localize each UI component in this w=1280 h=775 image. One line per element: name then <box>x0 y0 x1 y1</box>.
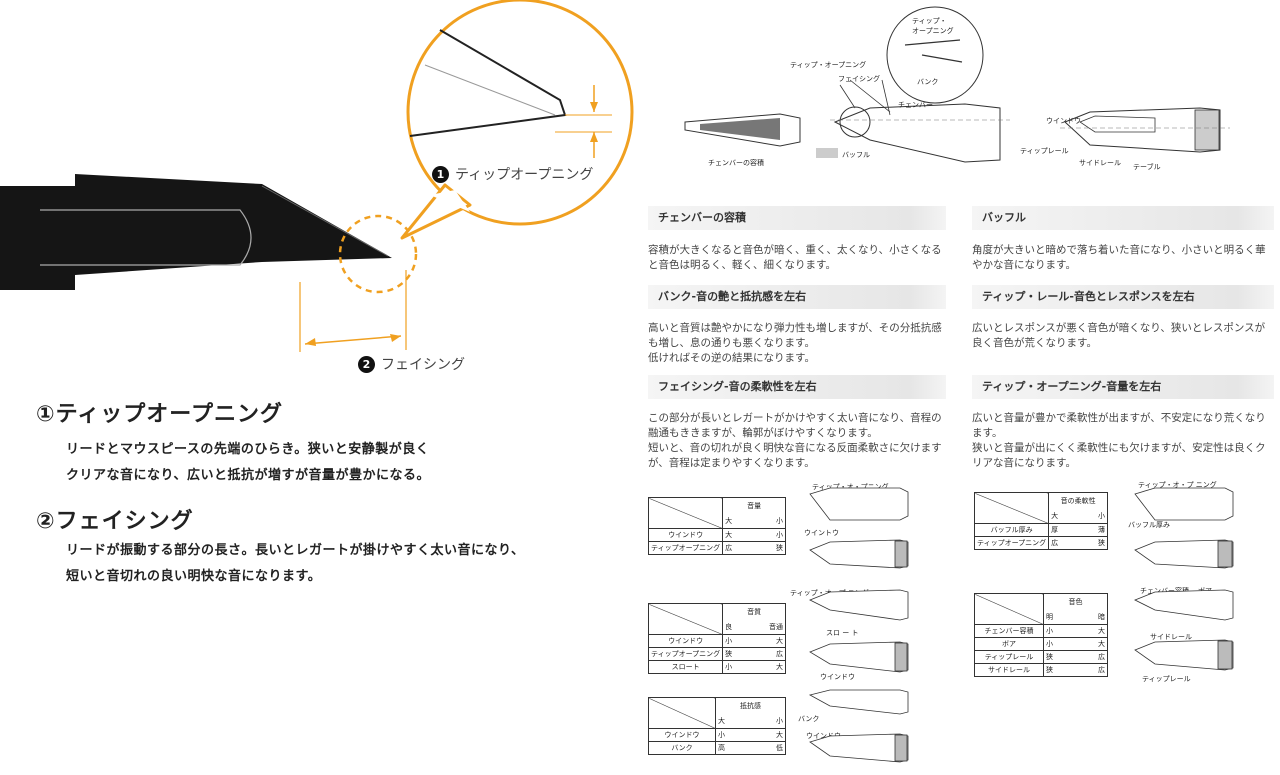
desc-facing: リードが振動する部分の長さ。長いとレガートが掛けやすく太い音になり、 短いと音切… <box>66 538 524 590</box>
desc-facing-line2: 短いと音切れの良い明快な音になります。 <box>66 569 322 584</box>
table-cell: 低 <box>750 741 786 755</box>
table-row-label: ウインドウ <box>648 728 716 742</box>
sketch-side <box>808 487 909 763</box>
diagram-label: バッフル厚み <box>1128 521 1170 529</box>
section-text-facing: この部分が長いとレガートがかけやすく太い音になり、音程の融通もききますが、輪郭が… <box>648 412 942 469</box>
table-left-label: 良 <box>722 619 747 635</box>
table-header: 音の柔軟性 <box>1048 492 1108 508</box>
table-volume: 音量 大小 ウインドウ大小 ティップオープニング広狭 <box>647 497 787 555</box>
table-left-label: 大 <box>715 713 751 729</box>
table-tone-color: 音色 明暗 チェンバー容積小大 ボア小大 ティップレール狭広 サイドレール狭広 <box>974 593 1108 677</box>
section-text-tip-rail: 広いとレスポンスが悪く音色が暗くなり、狭いとレスポンスが良く音色が荒くなります。 <box>972 322 1266 349</box>
table-cell: 大 <box>750 728 786 742</box>
desc-tip-opening-line2: クリアな音になり、広いと抵抗が増すが音量が豊かになる。 <box>66 468 430 483</box>
table-header: 音色 <box>1043 593 1108 609</box>
diagram-label: スロ ー ト <box>826 629 859 637</box>
label-tip-rail: ティップレール <box>1020 147 1069 155</box>
table-resistance: 抵抗感 大小 ウインドウ小大 バンク高低 <box>648 697 786 755</box>
small-mouthpiece-sketches <box>808 487 1234 763</box>
table-row-label: バンク <box>648 741 716 755</box>
label-window: ウインドウ <box>1046 117 1081 125</box>
table-cell: 小 <box>754 528 787 542</box>
heading-tip-opening: ①ティップオープニング <box>36 402 283 427</box>
section-title-facing: フェイシング-音の柔軟性を左右 <box>648 375 946 399</box>
table-cell: 大 <box>722 528 755 542</box>
table-cell: 狭 <box>1078 536 1109 550</box>
desc-facing-line1: リードが振動する部分の長さ。長いとレガートが掛けやすく太い音になり、 <box>66 543 525 558</box>
section-text-baffle: 角度が大きいと暗めで落ち着いた音になり、小さいと明るく華やかな音になります。 <box>972 244 1266 271</box>
tip-highlight-circle <box>338 214 418 294</box>
number-1-badge: 1 <box>432 165 449 183</box>
table-row-label: スロート <box>647 660 724 674</box>
table-cell: 狭 <box>754 541 787 555</box>
table-cell: 広 <box>1048 536 1079 550</box>
diagram-label: ウインドウ <box>820 673 855 681</box>
desc-tip-opening: リードとマウスピースの先端のひらき。狭いと安静製が良く クリアな音になり、広いと… <box>66 437 430 489</box>
table-cell: 高 <box>715 741 751 755</box>
diagram-label: サイドレール <box>1150 633 1192 641</box>
reed-line <box>40 209 252 266</box>
table-cell: 大 <box>746 660 786 674</box>
table-row-label: ウインドウ <box>647 634 724 648</box>
label-tip-opening-top: ティップ・ オープニング <box>912 17 954 35</box>
mouthpiece-illustration <box>0 0 634 352</box>
callout-tip-opening-label: 1 ティップオープニング <box>432 164 593 184</box>
table-cell: 大 <box>746 634 786 648</box>
table-row-label: ティップオープニング <box>647 541 724 555</box>
diagram-label: ティップ・オ・プニング <box>812 483 889 491</box>
diagram-label: ティップレール <box>1142 675 1191 683</box>
sketch-side-right <box>1134 487 1234 671</box>
table-header: 音量 <box>722 497 786 513</box>
table-flexibility: 音の柔軟性 大小 バッフル厚み厚薄 ティップオープニング広狭 <box>973 492 1109 550</box>
table-row-label: ティップオープニング <box>647 647 724 661</box>
table-tone-quality: 音質 良音通 ウインドウ小大 ティップオープニング狭広 スロート小大 <box>647 603 786 674</box>
label-tip-opening-left: ティップ・オープニング <box>790 61 867 69</box>
section-title-tip-rail: ティップ・レール-音色とレスポンスを左右 <box>972 285 1274 309</box>
table-cell: 広 <box>1075 663 1108 677</box>
label-bank: バンク <box>917 78 939 86</box>
label-chamber-volume: チェンバーの容積 <box>708 159 764 167</box>
section-text-chamber: 容積が大きくなると音色が暗く、重く、太くなり、小さくなると音色は明るく、軽く、細… <box>648 244 942 271</box>
table-cell: 小 <box>722 634 747 648</box>
section-title-baffle: バッフル <box>972 206 1274 230</box>
table-row-label: ウインドウ <box>647 528 724 542</box>
diagram-label: ウイントウ <box>804 529 839 537</box>
table-cell: 狭 <box>1043 663 1076 677</box>
table-left-label: 大 <box>722 513 755 529</box>
table-right-label: 小 <box>750 713 786 729</box>
label-chamber: チェンバー <box>898 101 933 109</box>
mouthpiece-cross-section-diagram <box>684 6 1230 163</box>
table-header: 抵抗感 <box>715 697 786 713</box>
table-row-label: ティップオープニング <box>973 536 1050 550</box>
table-right-label: 小 <box>754 513 787 529</box>
section-text-tip-opening: 広いと音量が豊かで柔軟性が出ますが、不安定になり荒くなります。 狭いと音量が出に… <box>972 412 1266 469</box>
number-2-badge: 2 <box>358 355 375 373</box>
label-baffle: バッフル <box>842 151 870 159</box>
table-cell: 小 <box>715 728 751 742</box>
label-side-rail: サイドレール <box>1079 159 1121 167</box>
diagram-label: ティップ・オ・プ ニング <box>1138 481 1217 489</box>
table-cell: 狭 <box>722 647 747 661</box>
tip-opening-callout-text: ティップオープニング <box>455 167 594 183</box>
label-table: テーブル <box>1133 163 1161 171</box>
section-title-chamber: チェンバーの容積 <box>648 206 946 230</box>
mouthpiece-body <box>0 174 392 290</box>
desc-tip-opening-line1: リードとマウスピースの先端のひらき。狭いと安静製が良く <box>66 442 430 457</box>
facing-callout-text: フェイシング <box>381 357 465 373</box>
diagram-label: チェンバー容積 <box>1140 587 1189 595</box>
diagram-label: ウインドウ <box>806 732 841 740</box>
table-right-label: 音通 <box>746 619 786 635</box>
section-title-tip-opening: ティップ・オープニング-音量を左右 <box>972 375 1274 399</box>
label-facing: フェイシング <box>838 75 880 83</box>
callout-facing-label: 2 フェイシング <box>358 354 465 374</box>
section-text-bank: 高いと音質は艶やかになり弾力性も増しますが、その分抵抗感も増し、息の通りも悪くな… <box>648 322 942 364</box>
table-cell: 広 <box>722 541 755 555</box>
diagram-label: バンク <box>798 715 820 723</box>
section-title-bank: バンク-音の艶と抵抗感を左右 <box>648 285 946 309</box>
table-header: 音質 <box>722 603 786 619</box>
table-cell: 小 <box>722 660 747 674</box>
callout-bubble <box>406 0 634 226</box>
table-cell: 広 <box>746 647 786 661</box>
heading-facing: ②フェイシング <box>36 509 194 534</box>
